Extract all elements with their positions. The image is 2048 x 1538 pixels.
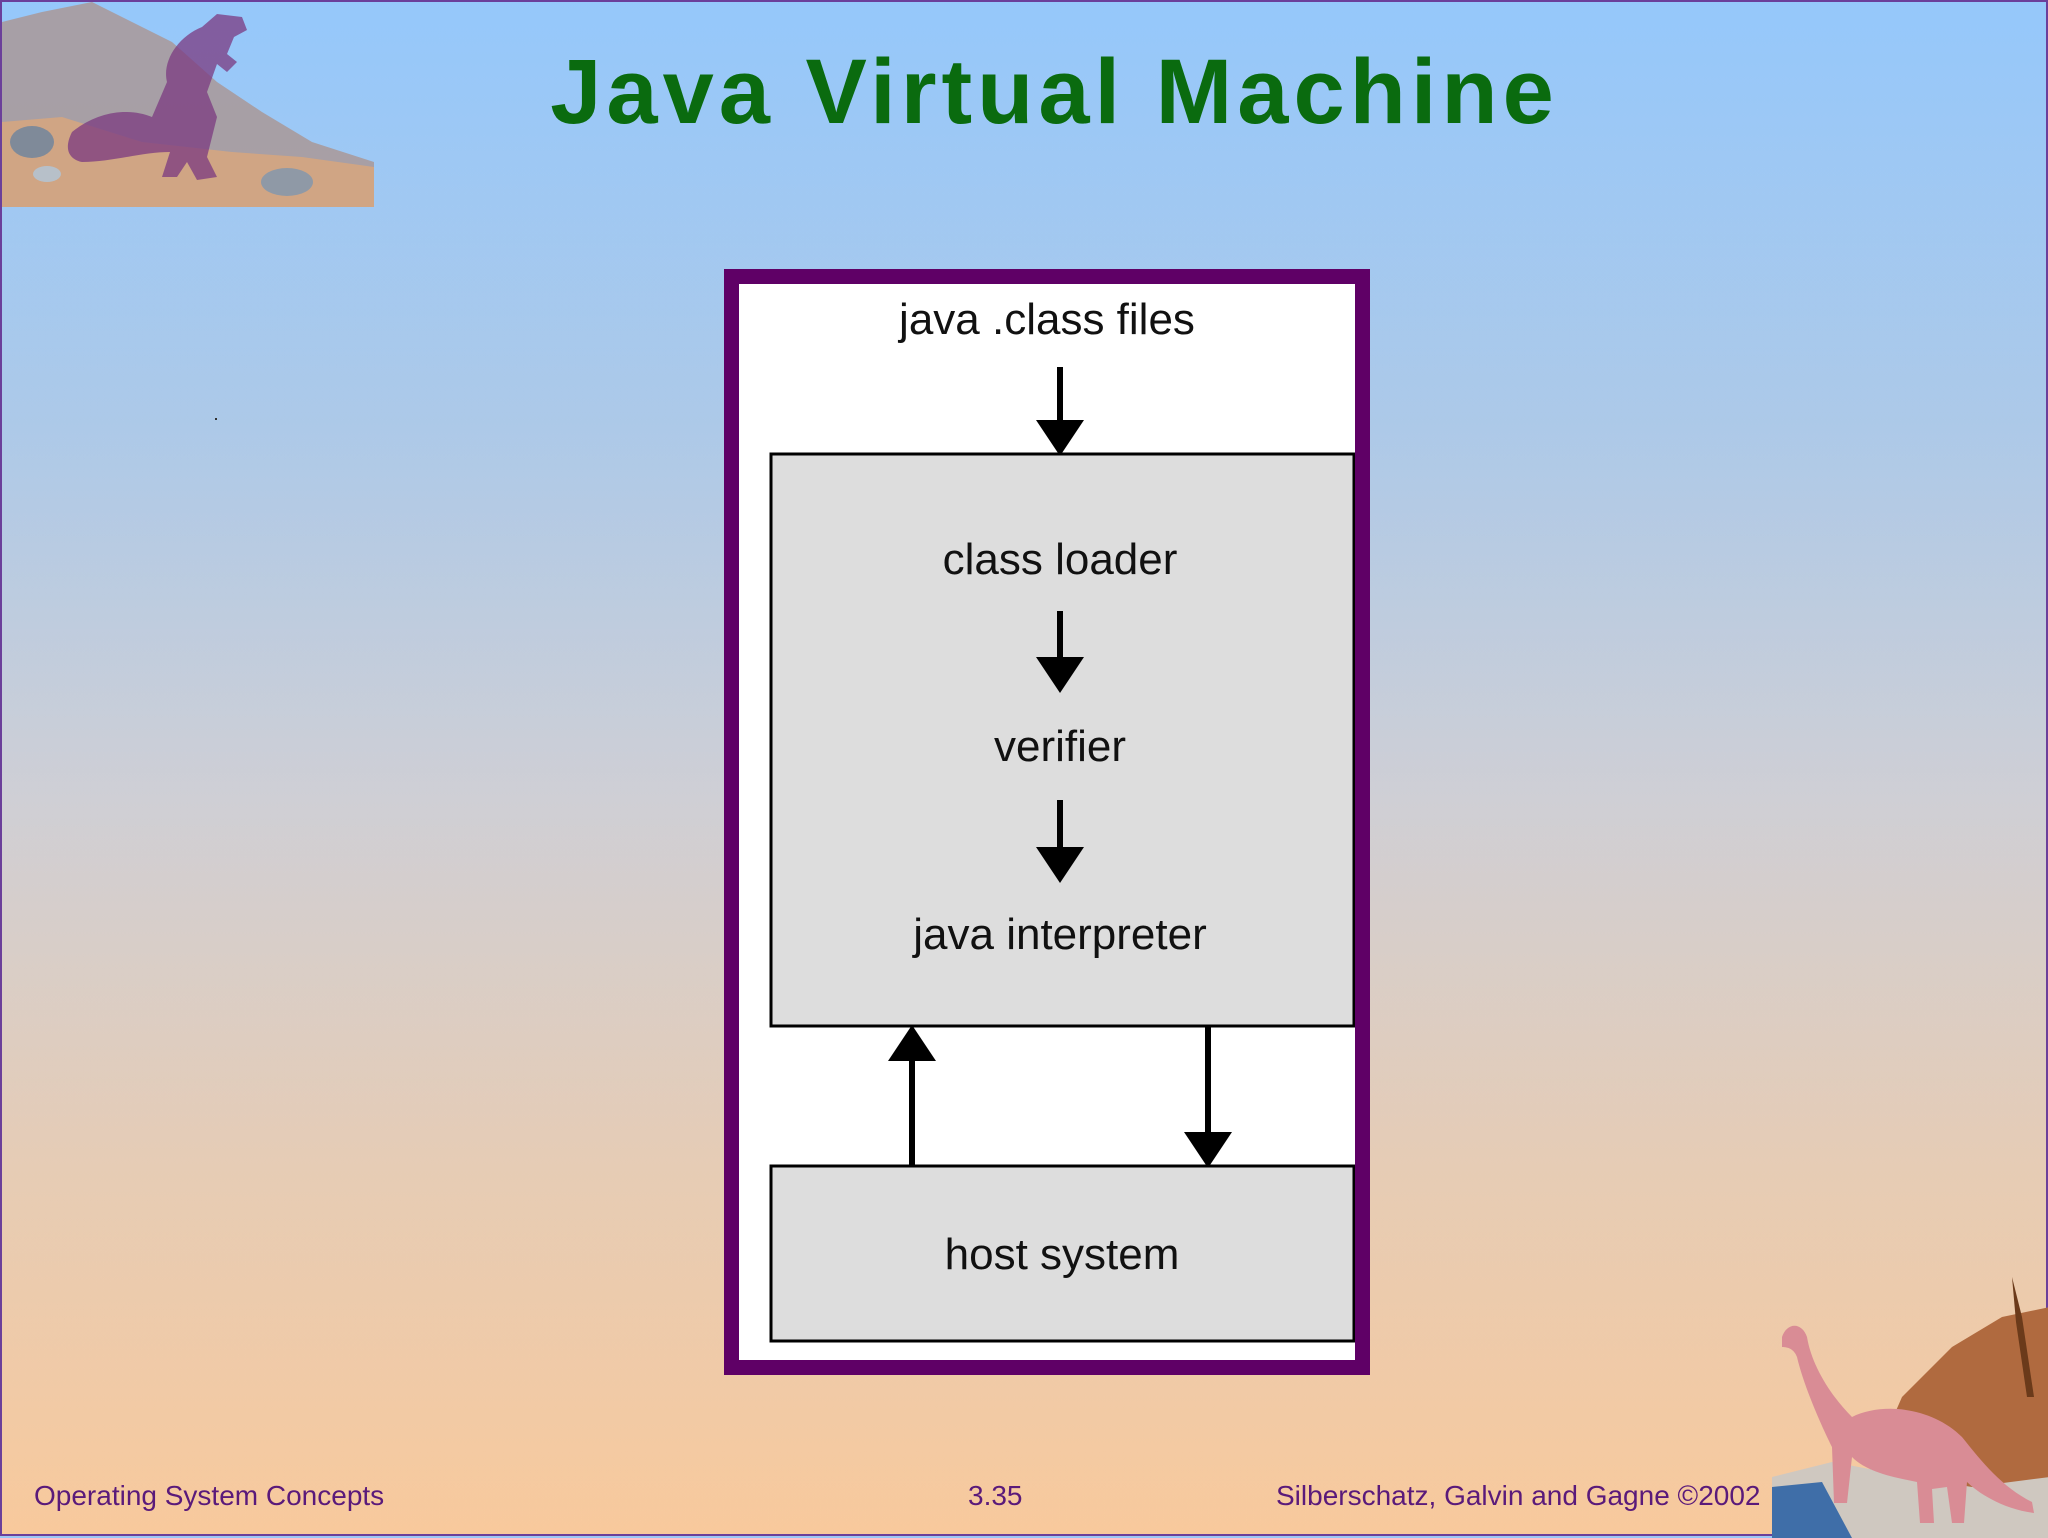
page-title: Java Virtual Machine <box>550 41 1559 143</box>
java-class-files-label: java .class files <box>897 295 1195 344</box>
host-system-box <box>769 1164 1355 1343</box>
jvm-box <box>769 452 1355 1028</box>
jvm-diagram: java .class files class loader verifier … <box>724 269 1370 1375</box>
footer-page-number: 3.35 <box>968 1480 1023 1511</box>
footer-course-title: Operating System Concepts <box>34 1480 385 1511</box>
host-system-label: host system <box>945 1230 1180 1279</box>
footer-copyright: Silberschatz, Galvin and Gagne ©2002 <box>1276 1480 1761 1511</box>
trex-illustration <box>2 2 374 207</box>
verifier-label: verifier <box>994 722 1126 771</box>
stray-mark <box>215 418 217 420</box>
class-loader-label: class loader <box>943 535 1178 584</box>
jvm-diagram-canvas: java .class files class loader verifier … <box>769 295 1355 1343</box>
java-interpreter-label: java interpreter <box>911 910 1206 959</box>
brontosaurus-illustration <box>1772 1277 2048 1538</box>
